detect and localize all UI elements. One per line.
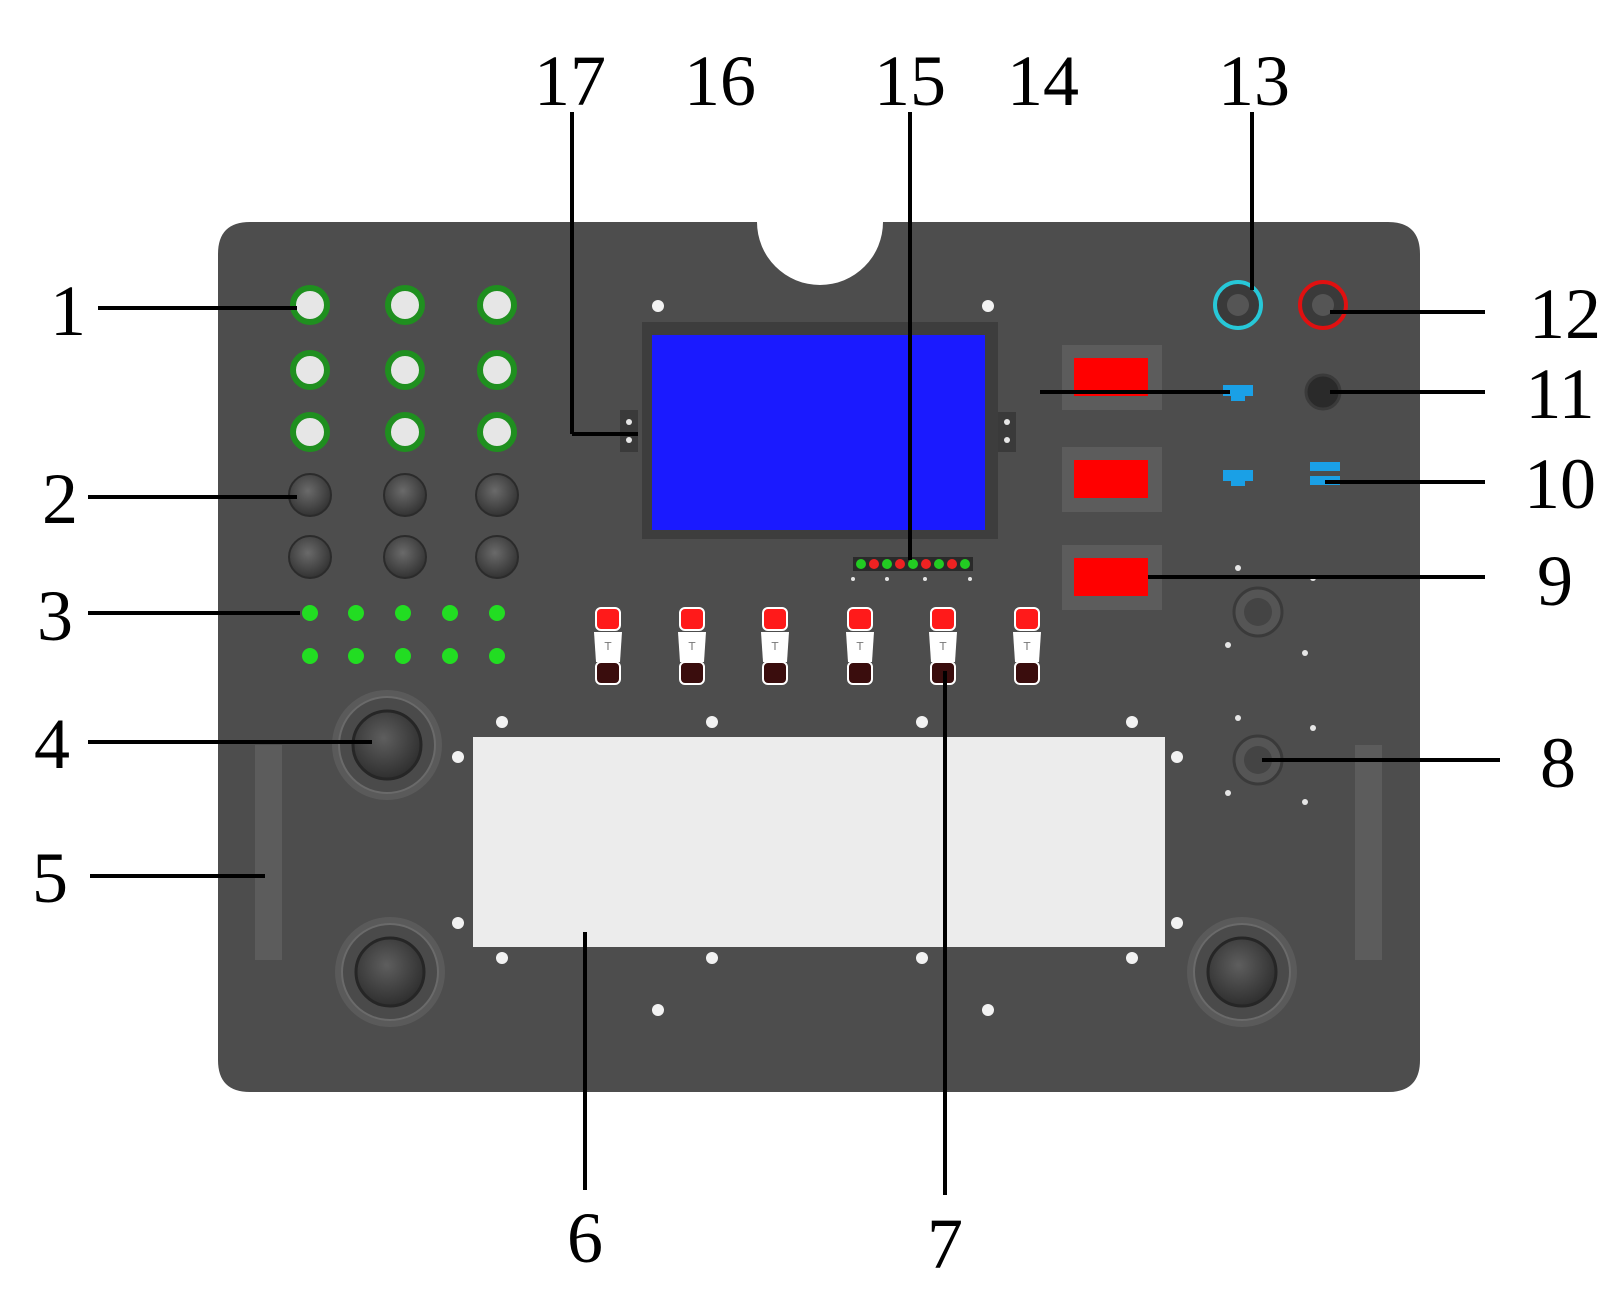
blue-network-port[interactable] [1223,385,1253,401]
callout-16: 16 [684,41,756,121]
callout-1: 1 [50,271,86,351]
joystick-top-left[interactable] [332,690,442,800]
svg-text:T: T [1023,640,1031,653]
led-strip-green [856,559,866,569]
toggle-switch[interactable]: T [678,607,706,685]
small-knob-grid [288,473,519,579]
callout-6: 6 [567,1198,603,1278]
callout-9: 9 [1537,541,1573,621]
red-button-column [1062,345,1162,610]
red-status-button[interactable] [1074,358,1148,396]
svg-text:T: T [771,640,779,653]
green-indicator-led [348,605,364,621]
svg-text:T: T [604,640,612,653]
small-rotary-knob[interactable] [475,473,519,517]
callout-8: 8 [1540,723,1576,803]
green-indicator-led [395,605,411,621]
white-plate [473,737,1165,947]
green-ring-button[interactable] [290,350,330,390]
green-ring-button[interactable] [477,285,517,325]
screen-left-mount [620,410,638,452]
red-status-button[interactable] [1074,460,1148,498]
green-indicator-led [442,648,458,664]
screen-right-mount [998,412,1016,452]
callout-10: 10 [1524,444,1596,524]
toggle-switch[interactable]: T [846,607,874,685]
callout-14: 14 [1007,41,1079,121]
right-rotary-knob-lower[interactable] [1232,734,1284,786]
toggle-switch-row: T T T T T T [594,607,1041,685]
green-indicator-led [302,648,318,664]
svg-text:T: T [856,640,864,653]
callout-2: 2 [42,459,78,539]
green-ring-button[interactable] [385,350,425,390]
left-side-rail [255,745,282,960]
green-indicator-led [489,648,505,664]
led-strip-red [895,559,905,569]
green-ring-button[interactable] [290,285,330,325]
green-ring-button[interactable] [385,412,425,452]
plate-screw-dots [452,716,1183,1016]
green-button-grid [290,285,517,452]
callout-12: 12 [1529,274,1601,354]
cyan-round-connector[interactable] [1213,280,1263,330]
green-indicator-led [348,648,364,664]
small-rotary-knob[interactable] [475,535,519,579]
toggle-switch[interactable]: T [761,607,789,685]
led-strip [851,557,973,581]
callout-13: 13 [1218,41,1290,121]
led-strip-red [869,559,879,569]
callout-5: 5 [32,838,68,918]
blue-display-screen [652,335,985,530]
callout-7: 7 [927,1204,963,1284]
leader-lines [88,112,1500,1195]
small-rotary-knob[interactable] [383,535,427,579]
svg-text:T: T [939,640,947,653]
toggle-switch[interactable]: T [594,607,622,685]
callout-3: 3 [37,576,73,656]
green-indicator-led [395,648,411,664]
small-rotary-knob[interactable] [288,535,332,579]
green-indicator-led [302,605,318,621]
green-indicator-led [489,605,505,621]
callout-4: 4 [34,704,70,784]
svg-text:T: T [688,640,696,653]
green-ring-button[interactable] [477,412,517,452]
led-strip-green [934,559,944,569]
led-strip-red [947,559,957,569]
green-ring-button[interactable] [385,285,425,325]
green-indicator-led [442,605,458,621]
led-strip-red [921,559,931,569]
small-rotary-knob[interactable] [383,473,427,517]
callout-11: 11 [1525,354,1594,434]
screen-screw-dots [652,300,994,312]
callout-15: 15 [874,41,946,121]
blue-network-port[interactable] [1223,470,1253,486]
red-round-connector[interactable] [1298,280,1348,330]
green-led-grid [302,605,505,664]
led-strip-green [960,559,970,569]
callout-labels: 1 2 3 4 5 6 7 8 9 10 11 12 13 14 15 16 1… [32,41,1601,1284]
joystick-bottom-left[interactable] [335,917,445,1027]
toggle-switch[interactable]: T [1013,607,1041,685]
callout-17: 17 [534,41,606,121]
led-strip-green [908,559,918,569]
red-status-button[interactable] [1074,558,1148,596]
joystick-bottom-right[interactable] [1187,917,1297,1027]
led-strip-green [882,559,892,569]
green-ring-button[interactable] [477,350,517,390]
right-rotary-knob-upper[interactable] [1232,586,1284,638]
green-ring-button[interactable] [290,412,330,452]
right-side-rail [1355,745,1382,960]
